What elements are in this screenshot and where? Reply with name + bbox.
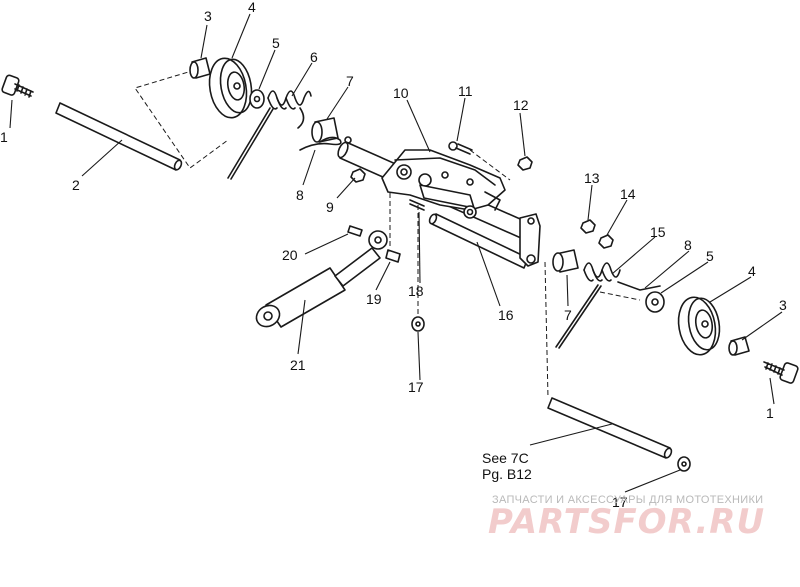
callout-1-right: 1 xyxy=(766,405,774,421)
nut-right-small xyxy=(580,219,596,234)
shock-bushing xyxy=(385,249,401,263)
reference-note-line1: See 7C xyxy=(482,450,529,466)
callout-3-left: 3 xyxy=(204,8,212,24)
callout-9: 9 xyxy=(326,199,334,215)
reference-note: See 7C Pg. B12 xyxy=(482,450,532,482)
callout-3-right: 3 xyxy=(779,297,787,313)
watermark-caption: ЗАПЧАСТИ И АКСЕССУАРЫ ДЛЯ МОТОТЕХНИКИ xyxy=(492,494,764,506)
callout-1-left: 1 xyxy=(0,129,8,145)
bracket-assembly xyxy=(381,149,506,219)
bushing-right xyxy=(552,249,579,273)
wheel-right xyxy=(677,296,721,356)
clip-upper xyxy=(299,136,352,151)
callout-21: 21 xyxy=(290,357,306,373)
callout-7-right: 7 xyxy=(564,307,572,323)
callout-12: 12 xyxy=(513,97,529,113)
callout-8-upper: 8 xyxy=(296,187,304,203)
callout-5-left: 5 xyxy=(272,35,280,51)
washer-lower-right xyxy=(677,456,691,472)
assembly-guide-lines xyxy=(134,69,641,399)
callout-7-upper: 7 xyxy=(346,73,354,89)
nut-right xyxy=(598,234,614,249)
callout-5-right: 5 xyxy=(706,248,714,264)
washer-right xyxy=(645,291,665,313)
pin xyxy=(409,199,425,211)
rod-lower xyxy=(547,397,673,459)
bolt-right xyxy=(763,361,799,384)
shock-absorber xyxy=(255,230,388,328)
callout-19: 19 xyxy=(366,291,382,307)
callout-6: 6 xyxy=(310,49,318,65)
callout-4-left: 4 xyxy=(248,0,256,15)
rod-upper xyxy=(55,102,183,171)
leader-lines xyxy=(9,13,783,493)
washer-lower-left xyxy=(411,316,425,332)
pivot-arm xyxy=(519,213,541,267)
bushing-right-end xyxy=(728,336,750,356)
watermark-logo: PARTSFOR.RU xyxy=(488,502,766,542)
callout-11: 11 xyxy=(458,83,473,99)
callout-13: 13 xyxy=(584,170,600,186)
spring-left xyxy=(227,90,312,180)
reference-note-line2: Pg. B12 xyxy=(482,466,532,483)
callout-16: 16 xyxy=(498,307,514,323)
bushing-upper xyxy=(311,117,339,143)
callout-10: 10 xyxy=(393,85,409,101)
callout-14: 14 xyxy=(620,186,636,202)
washer-left xyxy=(249,89,265,109)
bolt-bracket xyxy=(448,141,473,155)
callout-15: 15 xyxy=(650,224,666,240)
shock-pin xyxy=(347,225,363,237)
nut-upper xyxy=(517,156,533,171)
bolt-left xyxy=(1,74,34,98)
callout-2: 2 xyxy=(72,177,80,193)
callout-17-right: 17 xyxy=(612,494,628,510)
spring-right xyxy=(555,262,661,349)
wheel-left xyxy=(208,57,253,119)
callout-8-right: 8 xyxy=(684,237,692,253)
callout-18: 18 xyxy=(408,283,424,299)
rod-lower-shaft xyxy=(428,213,529,269)
callout-4-right: 4 xyxy=(748,263,756,279)
callout-20: 20 xyxy=(282,247,298,263)
bushing-left xyxy=(189,57,211,79)
callout-17-left: 17 xyxy=(408,379,424,395)
